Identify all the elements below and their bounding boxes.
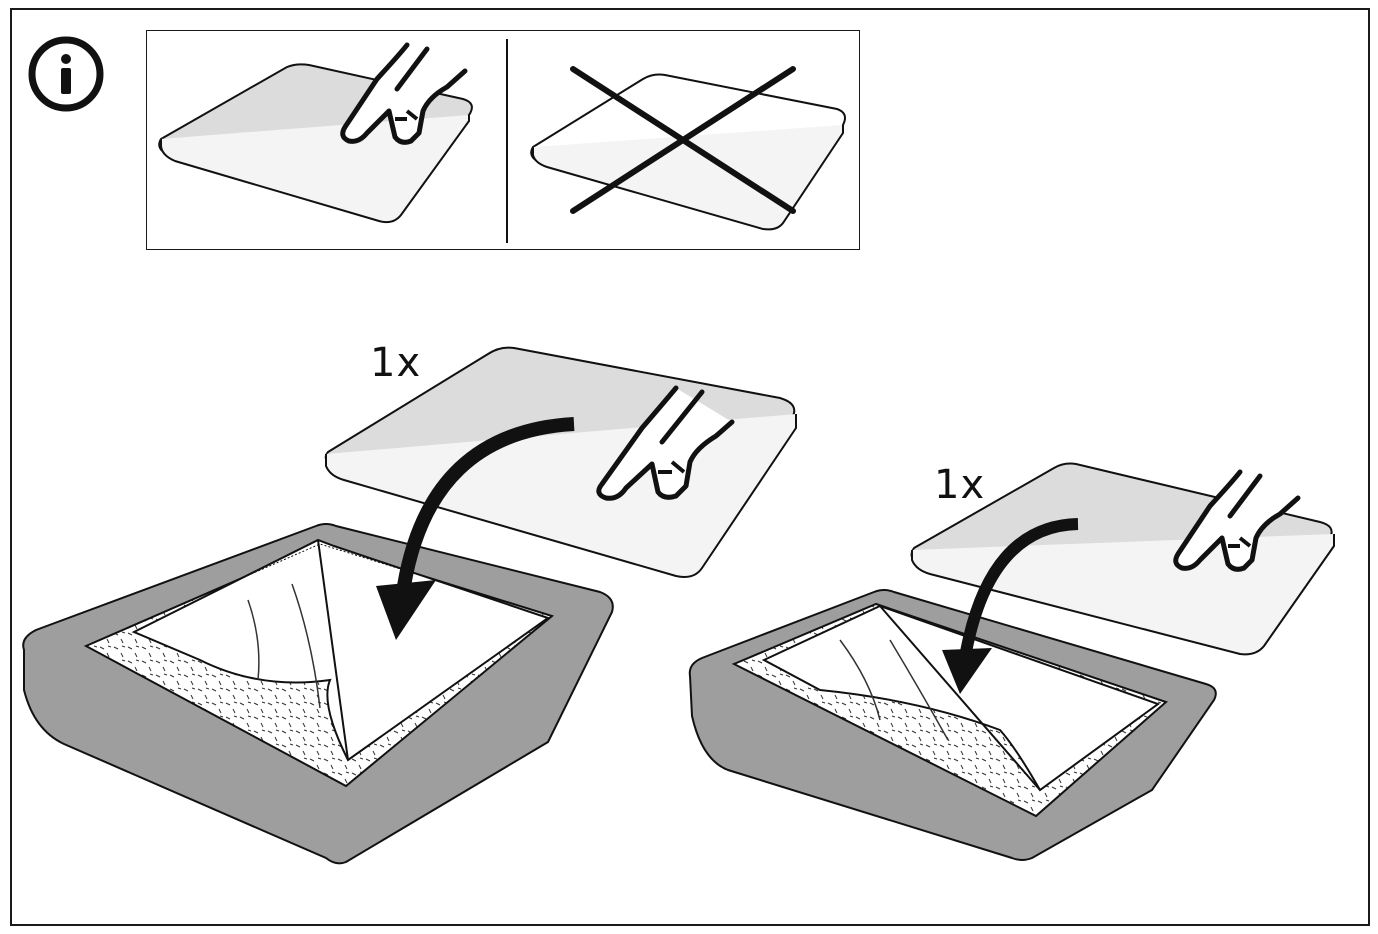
incorrect-cushion <box>530 73 846 231</box>
quantity-label-large: 1x <box>370 340 422 386</box>
hand-pressing-icon <box>340 42 468 145</box>
cushion-cover-small <box>688 589 1217 861</box>
hand-pressing-icon <box>1173 469 1301 572</box>
hand-pressing-icon <box>596 385 735 501</box>
info-icon <box>28 36 104 112</box>
tip-panel-illustration <box>158 39 846 243</box>
instruction-page-frame <box>10 8 1370 926</box>
insert-arrow-icon <box>942 518 1079 694</box>
cushion-cover-large <box>22 523 614 865</box>
tip-panel <box>146 30 860 250</box>
insert-arrow-icon <box>376 417 575 640</box>
quantity-label-small: 1x <box>934 462 986 508</box>
cross-icon <box>570 66 796 214</box>
